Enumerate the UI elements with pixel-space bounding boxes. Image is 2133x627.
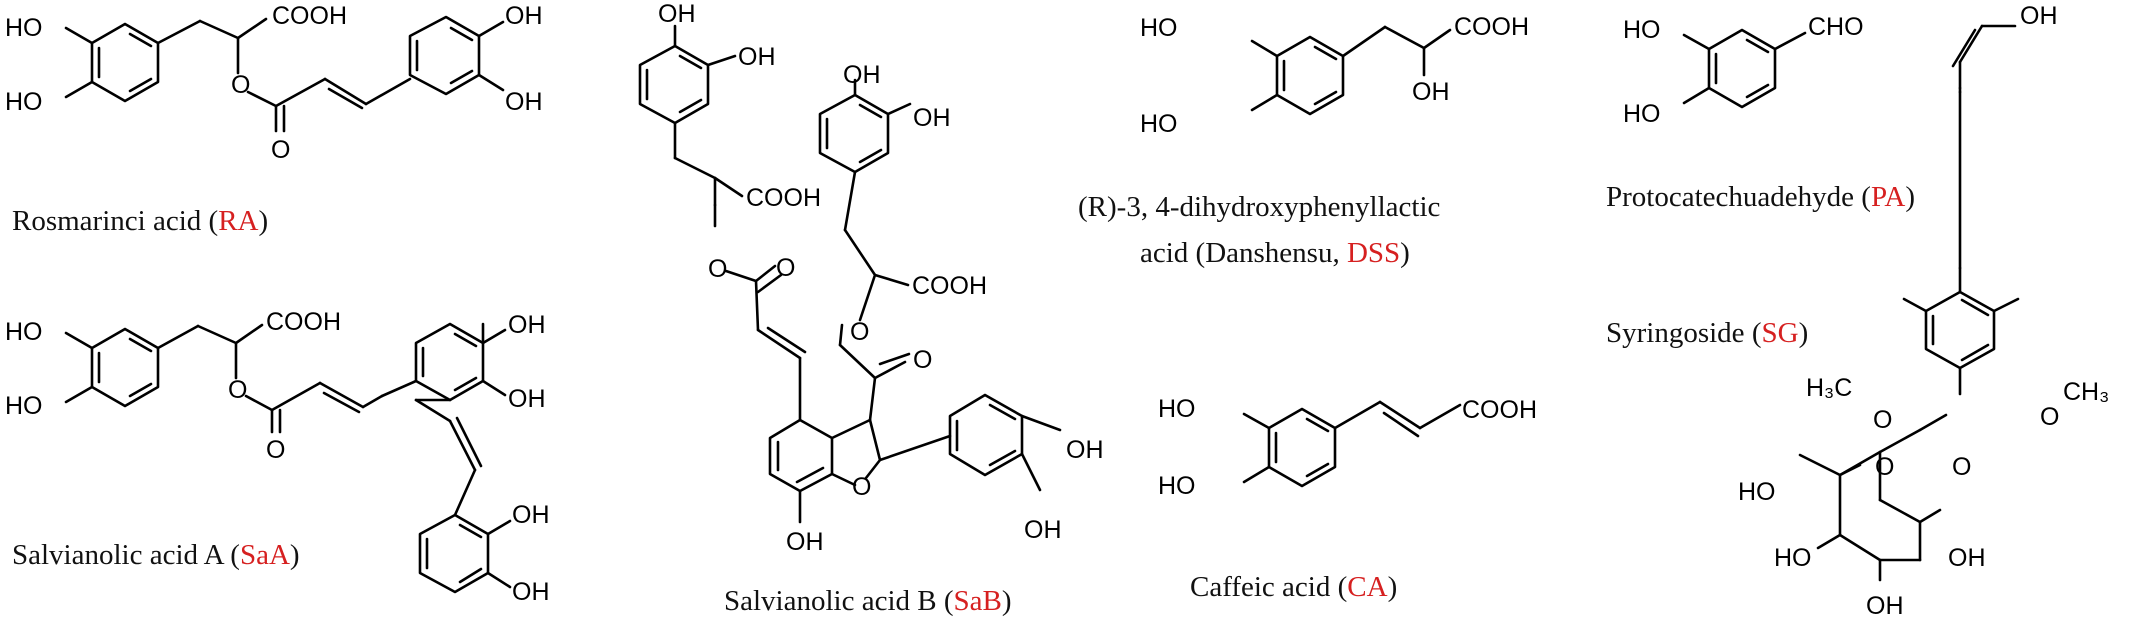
pa-label-cho: CHO bbox=[1808, 13, 1864, 41]
pa-label-ho1: HO bbox=[1623, 16, 1661, 44]
structure-ca: HO HO COOH bbox=[1158, 395, 1537, 500]
caption-ca-name: Caffeic acid bbox=[1190, 571, 1331, 603]
ca-label-ho2: HO bbox=[1158, 472, 1196, 500]
caption-saa-abbr: SaA bbox=[239, 539, 290, 571]
ra-label-o-ester: O bbox=[231, 71, 250, 99]
caption-pa-abbr: PA bbox=[1870, 181, 1906, 213]
saa-label-o-ester: O bbox=[228, 376, 247, 404]
sab-label-cooh1: COOH bbox=[746, 184, 821, 212]
sg-label-h3c: H₃C bbox=[1806, 374, 1852, 402]
pa-label-ho2: HO bbox=[1623, 100, 1661, 128]
caption-sab-name: Salvianolic acid B bbox=[724, 585, 937, 617]
sg-label-o-left: O bbox=[1873, 406, 1892, 434]
sab-label-o4: O bbox=[913, 346, 932, 374]
caption-dss-name-tail: ) bbox=[1400, 237, 1410, 269]
structure-saa: HO HO COOH O O OH OH OH OH bbox=[5, 308, 550, 606]
ca-label-ho1: HO bbox=[1158, 395, 1196, 423]
caption-pa: Protocatechuadehyde (PA) bbox=[1606, 181, 1916, 213]
ra-label-ho2: HO bbox=[5, 88, 43, 116]
sg-label-o-link: O bbox=[1952, 453, 1971, 481]
sab-label-oh6: OH bbox=[1066, 436, 1104, 464]
sab-label-oh1: OH bbox=[658, 0, 696, 28]
saa-label-ho2: HO bbox=[5, 392, 43, 420]
sg-label-o-ring: O bbox=[1875, 453, 1894, 481]
caption-pa-name: Protocatechuadehyde bbox=[1606, 181, 1855, 213]
caption-sab: Salvianolic acid B (SaB) bbox=[724, 585, 1012, 617]
ca-label-cooh: COOH bbox=[1462, 396, 1537, 424]
caption-saa-name: Salvianolic acid A bbox=[12, 539, 224, 571]
caption-sg-name: Syringoside bbox=[1606, 317, 1745, 349]
caption-dss-abbr: DSS bbox=[1346, 237, 1401, 269]
caption-saa: Salvianolic acid A (SaA) bbox=[12, 539, 300, 571]
sab-label-o-ring: O bbox=[852, 473, 871, 501]
caption-sg: Syringoside (SG) bbox=[1606, 317, 1809, 349]
caption-dss-name-line1: (R)-3, 4-dihydroxyphenyllactic bbox=[1078, 191, 1441, 223]
caption-sg-abbr: SG bbox=[1761, 317, 1799, 349]
dss-label-cooh: COOH bbox=[1454, 13, 1529, 41]
dss-label-ho2: HO bbox=[1140, 110, 1178, 138]
saa-label-oh4: OH bbox=[512, 578, 550, 606]
structure-sg: OH H₃C O O CH₃ O O HO HO OH OH bbox=[1738, 2, 2109, 620]
caption-ra-name: Rosmarinci acid bbox=[12, 205, 202, 237]
sab-label-cooh2: COOH bbox=[912, 272, 987, 300]
caption-sab-abbr: SaB bbox=[953, 585, 1002, 617]
sab-label-oh2: OH bbox=[738, 43, 776, 71]
saa-label-oh3: OH bbox=[512, 501, 550, 529]
sg-label-oh-c: OH bbox=[1866, 592, 1904, 620]
sab-label-oh3: OH bbox=[843, 61, 881, 89]
caption-ca-abbr: CA bbox=[1347, 571, 1388, 603]
structure-dss: HO HO COOH OH bbox=[1140, 13, 1529, 138]
structure-ra: HO HO COOH O O OH OH bbox=[5, 2, 543, 164]
caption-dss-name-line2: acid (Danshensu, bbox=[1140, 237, 1347, 269]
sg-label-ho-a: HO bbox=[1774, 544, 1812, 572]
sg-label-ch3: CH₃ bbox=[2063, 378, 2109, 406]
sg-label-oh-top: OH bbox=[2020, 2, 2058, 30]
saa-label-oh1: OH bbox=[508, 311, 546, 339]
saa-label-o-carbonyl: O bbox=[266, 436, 285, 464]
sab-label-o1: O bbox=[708, 255, 727, 283]
sab-label-oh5: OH bbox=[786, 528, 824, 556]
ra-label-cooh: COOH bbox=[272, 2, 347, 30]
caption-ca: Caffeic acid (CA) bbox=[1190, 571, 1398, 603]
sg-label-oh-b: OH bbox=[1948, 544, 1986, 572]
sg-label-ho-ch2: HO bbox=[1738, 478, 1776, 506]
ra-label-ho1: HO bbox=[5, 14, 43, 42]
sab-label-oh4: OH bbox=[913, 104, 951, 132]
ra-label-oh2: OH bbox=[505, 88, 543, 116]
caption-dss-line1: (R)-3, 4-dihydroxyphenyllactic bbox=[1078, 190, 1440, 224]
saa-label-cooh: COOH bbox=[266, 308, 341, 336]
caption-ra: Rosmarinci acid (RA) bbox=[12, 205, 269, 237]
structure-pa: HO HO CHO bbox=[1623, 13, 1864, 128]
dss-label-oh: OH bbox=[1412, 78, 1450, 106]
sg-label-o-right: O bbox=[2040, 403, 2059, 431]
caption-dss-line2: acid (Danshensu, DSS) bbox=[1140, 236, 1410, 270]
ra-label-o-carbonyl: O bbox=[271, 136, 290, 164]
sab-label-o2: O bbox=[776, 254, 795, 282]
structure-sab: OH OH COOH O O OH OH COOH O O O OH OH OH bbox=[638, 0, 1104, 556]
sab-label-o3: O bbox=[850, 318, 869, 346]
sab-label-oh7: OH bbox=[1024, 516, 1062, 544]
caption-ra-abbr: RA bbox=[218, 205, 259, 237]
saa-label-ho1: HO bbox=[5, 318, 43, 346]
saa-label-oh2: OH bbox=[508, 385, 546, 413]
dss-label-ho1: HO bbox=[1140, 14, 1178, 42]
ra-label-oh1: OH bbox=[505, 2, 543, 30]
